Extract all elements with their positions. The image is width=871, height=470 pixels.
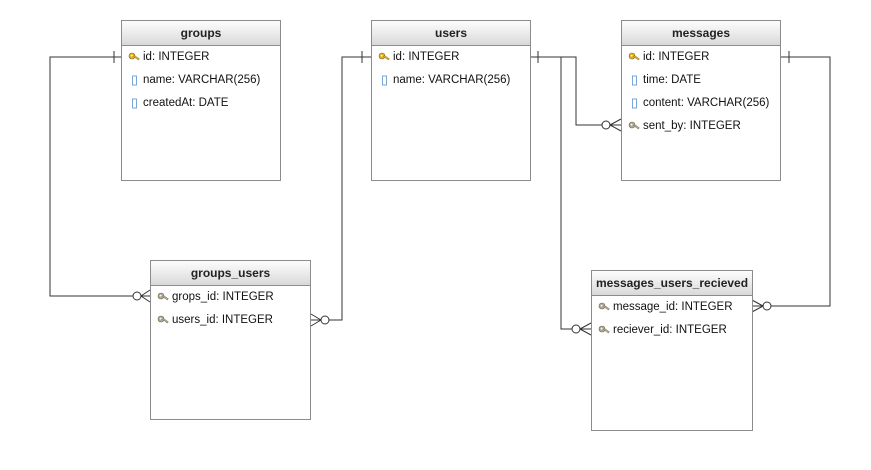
column-list: id: INTEGER name: VARCHAR(256) [372,46,530,92]
relationship-users-messages-users-recieved [531,56,591,330]
column-row[interactable]: id: INTEGER [622,46,780,69]
column-row[interactable]: grops_id: INTEGER [151,286,310,309]
column-row[interactable]: createdAt: DATE [122,92,280,115]
column-label: name: VARCHAR(256) [393,74,511,86]
column-label: name: VARCHAR(256) [143,74,261,86]
column-label: reciever_id: INTEGER [613,324,727,336]
zero-or-many-marker [571,322,592,336]
column-row[interactable]: content: VARCHAR(256) [622,92,780,115]
column-list: id: INTEGER name: VARCHAR(256) createdAt… [122,46,280,115]
column-row[interactable]: name: VARCHAR(256) [122,69,280,92]
table-groups[interactable]: groups id: INTEGER name: VARCHAR(256) cr… [121,20,281,181]
column-label: message_id: INTEGER [613,301,733,313]
column-row[interactable]: users_id: INTEGER [151,309,310,332]
column-label: grops_id: INTEGER [172,291,274,303]
table-title: users [372,21,530,46]
column-icon [628,74,641,87]
table-title: messages [622,21,780,46]
zero-or-many-marker [132,289,151,303]
table-title: messages_users_recieved [592,271,752,296]
column-icon [128,97,141,110]
column-label: sent_by: INTEGER [643,120,741,132]
primary-key-icon [628,51,641,64]
column-row[interactable]: reciever_id: INTEGER [592,319,752,342]
table-messages-users-recieved[interactable]: messages_users_recieved message_id: INTE… [591,270,753,431]
foreign-key-icon [157,314,170,327]
primary-key-icon [378,51,391,64]
table-groups-users[interactable]: groups_users grops_id: INTEGER users_id:… [150,260,311,420]
column-row[interactable]: id: INTEGER [122,46,280,69]
column-row[interactable]: message_id: INTEGER [592,296,752,319]
column-row[interactable]: name: VARCHAR(256) [372,69,530,92]
zero-or-many-marker [751,299,772,313]
primary-key-icon [128,51,141,64]
column-list: grops_id: INTEGER users_id: INTEGER [151,286,310,332]
table-users[interactable]: users id: INTEGER name: VARCHAR(256) [371,20,531,181]
column-row[interactable]: time: DATE [622,69,780,92]
column-label: createdAt: DATE [143,97,229,109]
column-icon [128,74,141,87]
relationship-messages-messages-users-recieved [752,56,831,307]
column-label: id: INTEGER [643,51,710,63]
column-icon [628,97,641,110]
foreign-key-icon [157,291,170,304]
column-row[interactable]: sent_by: INTEGER [622,115,780,138]
column-label: time: DATE [643,74,701,86]
column-label: content: VARCHAR(256) [643,97,770,109]
relationship-users-messages [531,56,621,126]
relationship-users-groups-users [311,56,371,321]
column-icon [378,74,391,87]
column-list: message_id: INTEGER reciever_id: INTEGER [592,296,752,342]
table-messages[interactable]: messages id: INTEGER time: DATE content:… [621,20,781,181]
column-row[interactable]: id: INTEGER [372,46,530,69]
foreign-key-icon [598,324,611,337]
foreign-key-icon [598,301,611,314]
relationship-groups-groups-users [49,56,150,297]
column-label: id: INTEGER [393,51,460,63]
column-label: users_id: INTEGER [172,314,273,326]
table-title: groups_users [151,261,310,286]
table-title: groups [122,21,280,46]
column-list: id: INTEGER time: DATE content: VARCHAR(… [622,46,780,138]
foreign-key-icon [628,120,641,133]
zero-or-many-marker [601,118,622,132]
column-label: id: INTEGER [143,51,210,63]
zero-or-many-marker [310,313,330,327]
